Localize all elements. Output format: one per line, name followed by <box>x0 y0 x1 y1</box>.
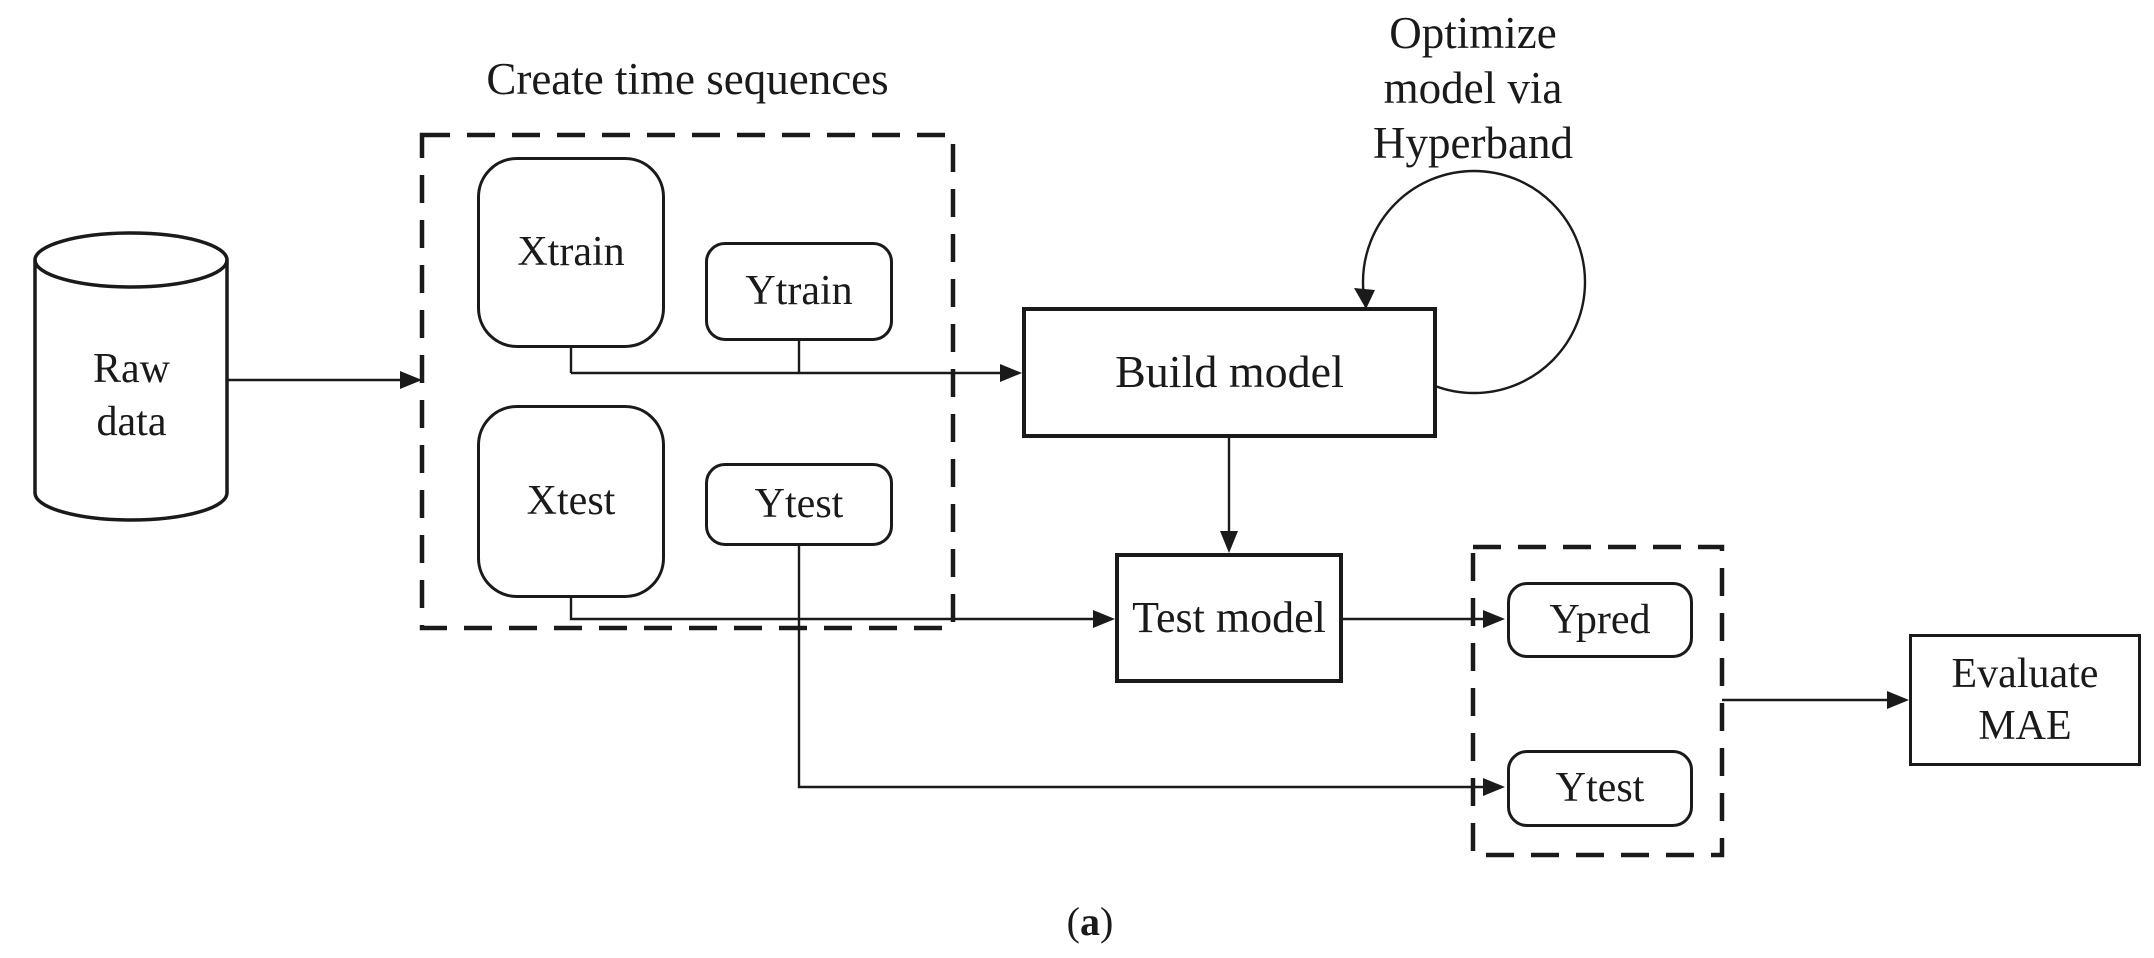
node-build-model: Build model <box>1022 307 1437 438</box>
hyperband-line2: model via <box>1383 62 1563 113</box>
arrowhead-into-evaluate <box>1887 691 1909 709</box>
node-ytrain: Ytrain <box>705 242 893 341</box>
raw-data-line2: data <box>96 398 167 445</box>
edge-train-to-build <box>569 341 1002 375</box>
xtest-label: Xtest <box>526 478 616 525</box>
arrowhead-into-ypred <box>1483 610 1505 628</box>
hyperband-line1: Optimize <box>1389 8 1557 58</box>
node-evaluate-mae: Evaluate MAE <box>1909 634 2141 766</box>
evaluate-line1: Evaluate <box>1951 650 2099 697</box>
arrowhead-into-test <box>1093 610 1115 628</box>
ypred-label: Ypred <box>1549 596 1651 643</box>
node-test-model: Test model <box>1115 553 1343 683</box>
evaluate-mae-label: Evaluate MAE <box>1952 648 2099 753</box>
test-model-label: Test model <box>1132 592 1326 642</box>
edge-xtest-to-test <box>569 598 1094 621</box>
node-ypred: Ypred <box>1507 582 1693 658</box>
edge-ytest-to-ytestout <box>797 546 1484 789</box>
hyperband-loop-arc <box>1361 169 1587 395</box>
arrowhead-into-ytest-out <box>1483 778 1505 796</box>
arrowhead-into-group <box>400 371 422 389</box>
caption-close: ) <box>1100 899 1114 944</box>
ytrain-label: Ytrain <box>745 268 853 315</box>
node-xtest: Xtest <box>477 405 665 598</box>
build-model-label: Build model <box>1115 346 1344 398</box>
raw-data-line1: Raw <box>93 346 170 392</box>
create-sequences-group-title: Create time sequences <box>486 54 889 104</box>
arrowhead-into-test-top <box>1220 531 1238 553</box>
raw-data-label: Raw data <box>35 343 228 448</box>
xtrain-label: Xtrain <box>517 229 625 276</box>
edges <box>228 341 1888 789</box>
arrowheads <box>400 288 1909 796</box>
hyperband-line3: Hyperband <box>1373 117 1573 168</box>
evaluate-line2: MAE <box>1978 703 2072 749</box>
arrowhead-into-build <box>1000 364 1022 382</box>
arrowhead-loop <box>1354 288 1375 309</box>
hyperband-annotation: Optimize model via Hyperband <box>1273 6 1673 171</box>
ytest-in-label: Ytest <box>754 481 844 528</box>
figure-caption: (a) <box>1020 898 1160 945</box>
outputs-group-border <box>1470 544 1725 858</box>
node-ytest-in: Ytest <box>705 463 893 546</box>
ytest-out-label: Ytest <box>1555 765 1645 812</box>
node-ytest-out: Ytest <box>1507 750 1693 827</box>
create-sequences-group-border <box>419 132 956 631</box>
caption-letter: a <box>1080 899 1100 944</box>
database-cylinder-shape <box>33 231 229 522</box>
caption-open: ( <box>1066 899 1080 944</box>
node-xtrain: Xtrain <box>477 157 665 348</box>
